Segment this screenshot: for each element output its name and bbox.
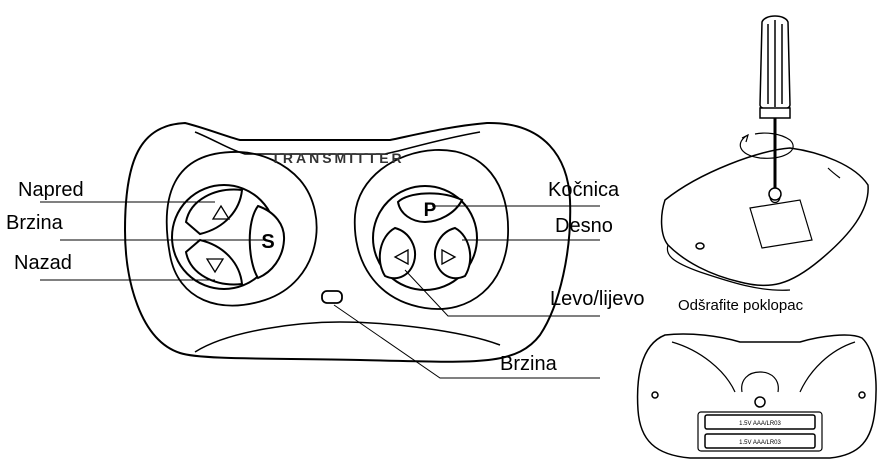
right-button[interactable] bbox=[434, 226, 472, 280]
label-brake: Kočnica bbox=[548, 179, 620, 201]
brand-text: TRANSMITTER bbox=[271, 150, 404, 166]
label-forward: Napred bbox=[18, 179, 84, 201]
right-grip bbox=[353, 149, 509, 310]
right-arrow-icon bbox=[441, 248, 457, 266]
reverse-button[interactable] bbox=[184, 238, 244, 286]
battery-label-1: 1.5V AAA/LR03 bbox=[739, 421, 781, 427]
label-reverse: Nazad bbox=[14, 252, 72, 274]
label-speed-bottom: Brzina bbox=[500, 353, 558, 375]
label-right: Desno bbox=[555, 215, 613, 237]
screwdriver-illustration bbox=[660, 15, 869, 291]
remote-back-outline bbox=[636, 333, 877, 459]
remote-top-groove bbox=[194, 131, 481, 155]
label-speed-left: Brzina bbox=[6, 212, 64, 234]
leader-lines bbox=[40, 201, 600, 379]
battery-label-2: 1.5V AAA/LR03 bbox=[739, 440, 781, 446]
remote-body-outline bbox=[123, 121, 572, 363]
battery-cover-tilted bbox=[660, 147, 869, 287]
battery-slot-2 bbox=[704, 433, 816, 449]
right-pad bbox=[372, 185, 478, 291]
screw-caption: Odšrafite poklopac bbox=[678, 297, 804, 314]
battery-compartment-view bbox=[636, 333, 877, 459]
forward-button[interactable] bbox=[184, 188, 244, 236]
left-button[interactable] bbox=[378, 226, 416, 280]
brake-button-p[interactable]: P bbox=[396, 192, 464, 224]
speed-indicator-light bbox=[321, 290, 343, 304]
left-arrow-icon bbox=[393, 248, 409, 266]
label-left: Levo/lijevo bbox=[550, 288, 645, 310]
speed-button-label: S bbox=[261, 231, 274, 253]
battery-slot-1 bbox=[704, 414, 816, 430]
brake-button-label: P bbox=[424, 200, 437, 221]
up-arrow-icon bbox=[211, 204, 231, 220]
speed-button-s[interactable]: S bbox=[248, 204, 286, 280]
down-arrow-icon bbox=[205, 258, 225, 274]
remote-bottom-groove bbox=[194, 321, 501, 353]
left-grip bbox=[165, 151, 318, 307]
